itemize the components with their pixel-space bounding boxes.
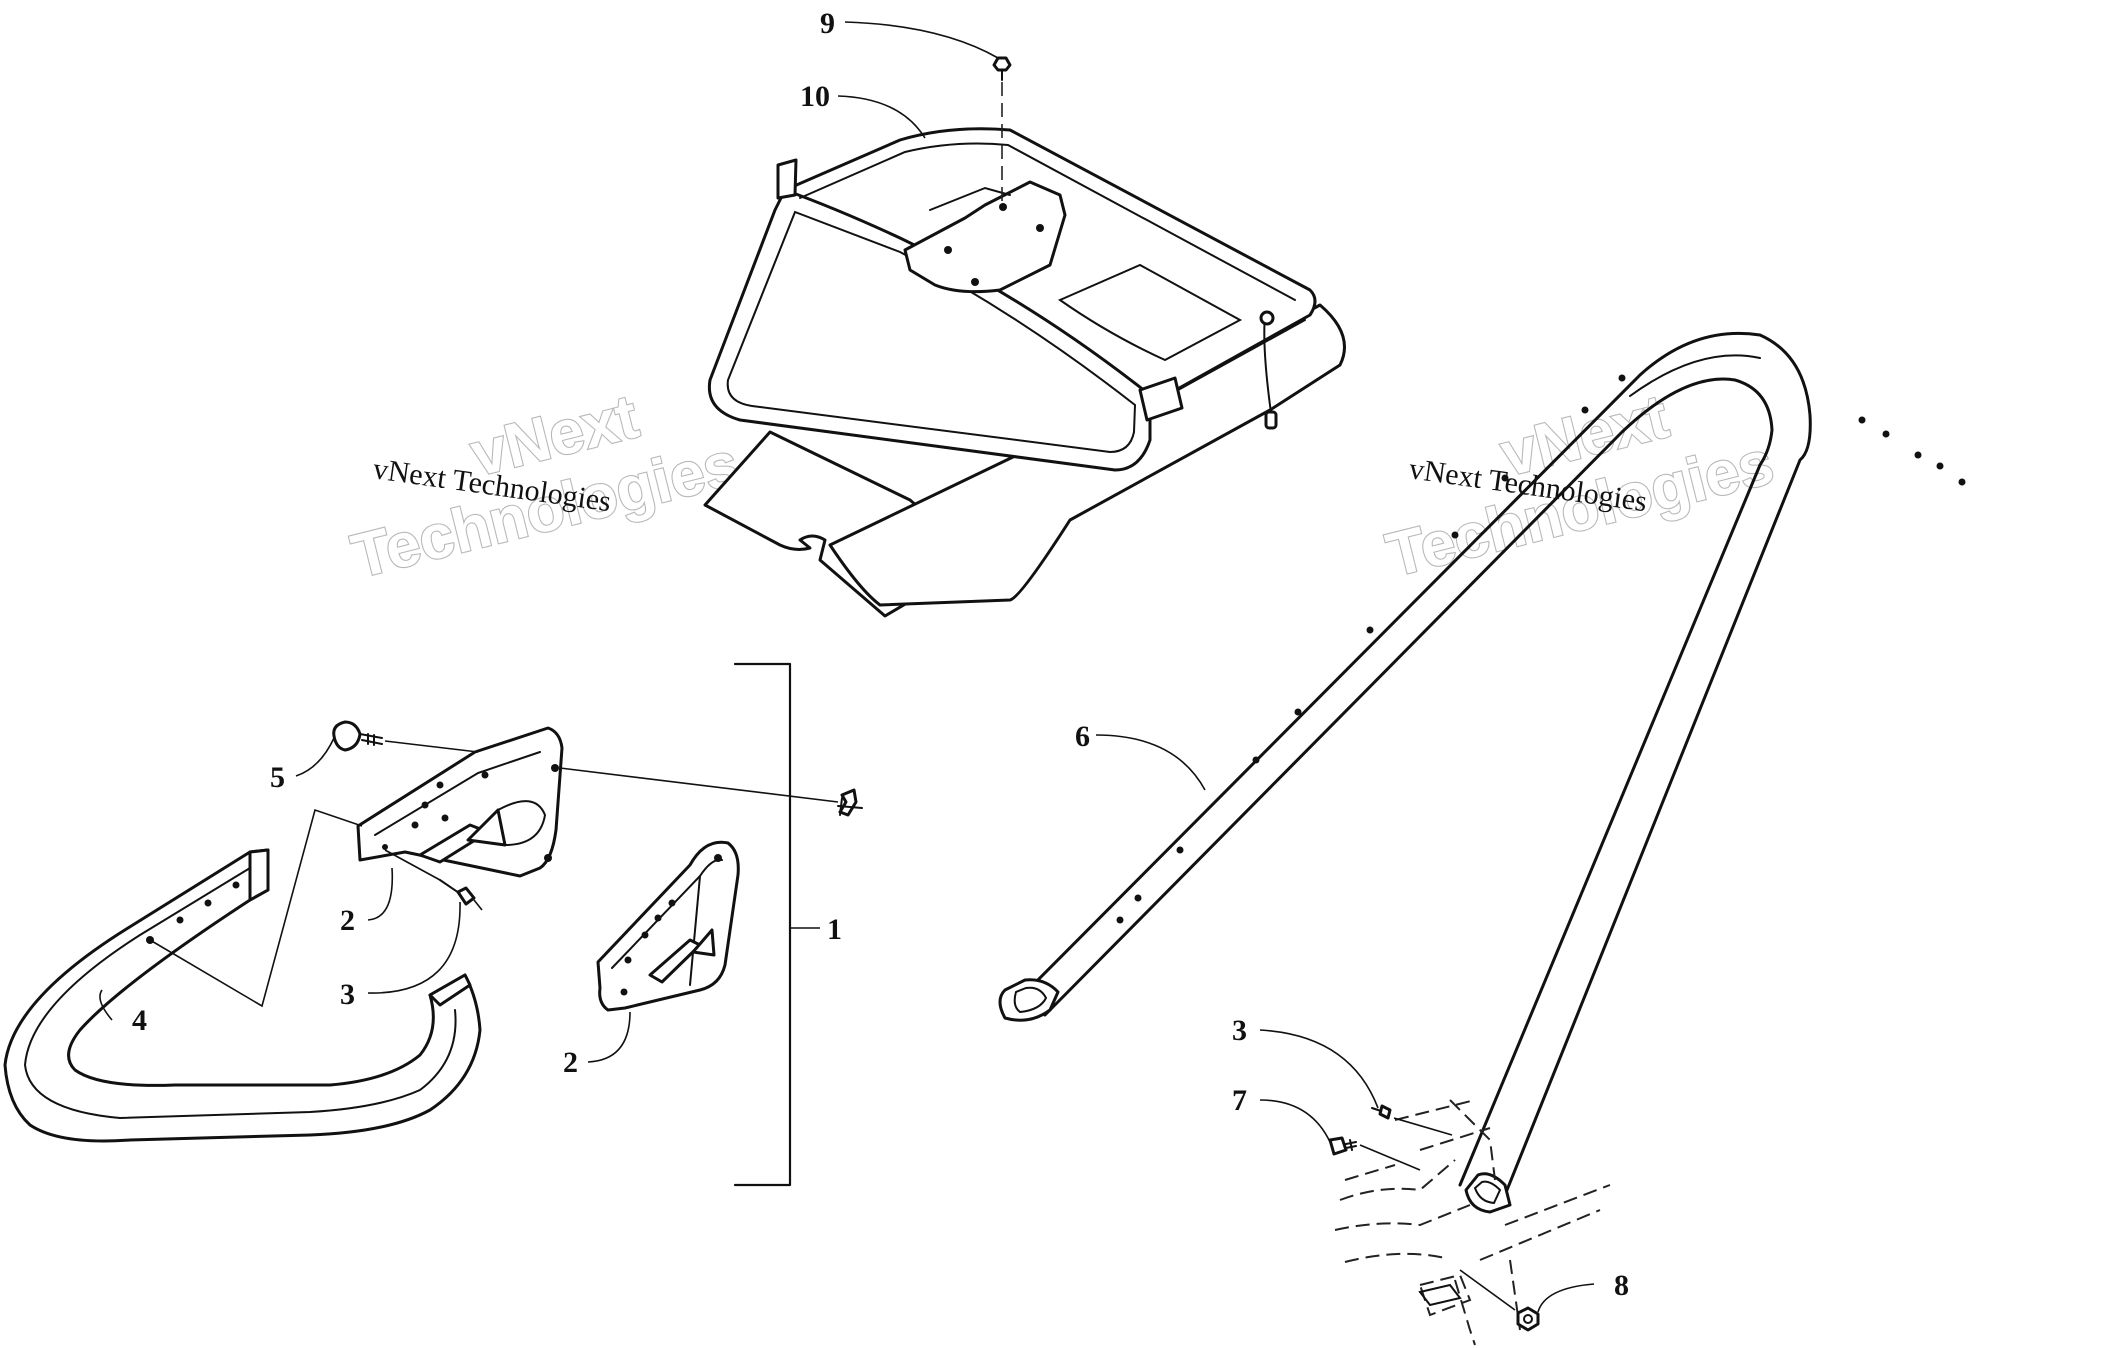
bumper-end-cap-bottom: [428, 973, 472, 1007]
clip-fastener: [837, 788, 863, 817]
upper-bracket-triangle: [466, 808, 507, 847]
bolt-7: [1328, 1136, 1348, 1156]
bracket-assembly-part: [332, 662, 863, 1187]
handlebar-outer-edge: [1006, 331, 1812, 1197]
leader-3b: [1259, 1029, 1379, 1109]
bumper-outer: [3, 848, 482, 1143]
callout-labels: 9 10 5 2 3 4 2 1 6 3 7 8: [132, 7, 1629, 1302]
handlebar-top-highlight: [1629, 354, 1761, 397]
lower-bracket-triangle: [691, 928, 716, 957]
bumper-end-cap-top: [248, 848, 270, 902]
handlebar-tube-part: [998, 331, 1966, 1214]
plate-hole: [999, 203, 1007, 211]
plate-hole: [971, 278, 979, 286]
bag-zipper: [1159, 319, 1306, 401]
bag-lid-panel: [1057, 263, 1243, 362]
callout-2a: 2: [340, 904, 355, 937]
bag-lid-piping: [799, 142, 1296, 301]
leader-9: [844, 21, 999, 59]
callout-7: 7: [1232, 1084, 1247, 1117]
assembly-bracket-line: [733, 662, 792, 1187]
upper-bracket: [356, 726, 564, 878]
callout-6: 6: [1075, 720, 1090, 753]
leader-7: [1259, 1099, 1331, 1143]
bumper-inner-highlight: [23, 867, 457, 1120]
callout-2b: 2: [563, 1046, 578, 1079]
bag-mounting-plate: [903, 180, 1067, 294]
leader-2a: [367, 867, 394, 921]
leader-2b: [587, 1011, 631, 1063]
leader-8: [1537, 1283, 1595, 1313]
leader-10: [837, 95, 926, 139]
leader-6: [1095, 734, 1206, 791]
bolt-5: [332, 720, 383, 752]
lower-bracket: [596, 840, 740, 1012]
callout-leaders: [99, 21, 1595, 1313]
pin-fastener-9: [992, 56, 1012, 205]
bag-zipper-pull-tip: [1264, 410, 1278, 430]
plate-hole: [1036, 224, 1044, 232]
callout-10: 10: [800, 80, 830, 113]
pin-3-left: [439, 879, 476, 906]
bag-handle-tab: [776, 158, 798, 200]
callout-5: 5: [270, 761, 285, 794]
front-bumper-part: [3, 808, 482, 1143]
callout-3a: 3: [340, 978, 355, 1011]
frame-mount-detail: [1328, 1099, 1611, 1346]
leader-3a: [367, 901, 461, 994]
handlebar-inner-edge: [1043, 377, 1774, 1187]
callout-3b: 3: [1232, 1014, 1247, 1047]
leader-5: [295, 737, 335, 777]
plate-hole: [944, 246, 952, 254]
callout-4: 4: [132, 1004, 147, 1037]
leader-4: [99, 989, 113, 1021]
callout-9: 9: [820, 7, 835, 40]
callout-1: 1: [827, 913, 842, 946]
handlebar-bottom-end: [1464, 1172, 1512, 1214]
callout-8: 8: [1614, 1269, 1629, 1302]
bag-side-strap: [1138, 376, 1184, 422]
storage-bag-part: [703, 127, 1346, 618]
nut-8: [1516, 1306, 1540, 1332]
bag-zipper-pull-ring: [1259, 310, 1275, 326]
handlebar-left-end: [998, 978, 1060, 1022]
